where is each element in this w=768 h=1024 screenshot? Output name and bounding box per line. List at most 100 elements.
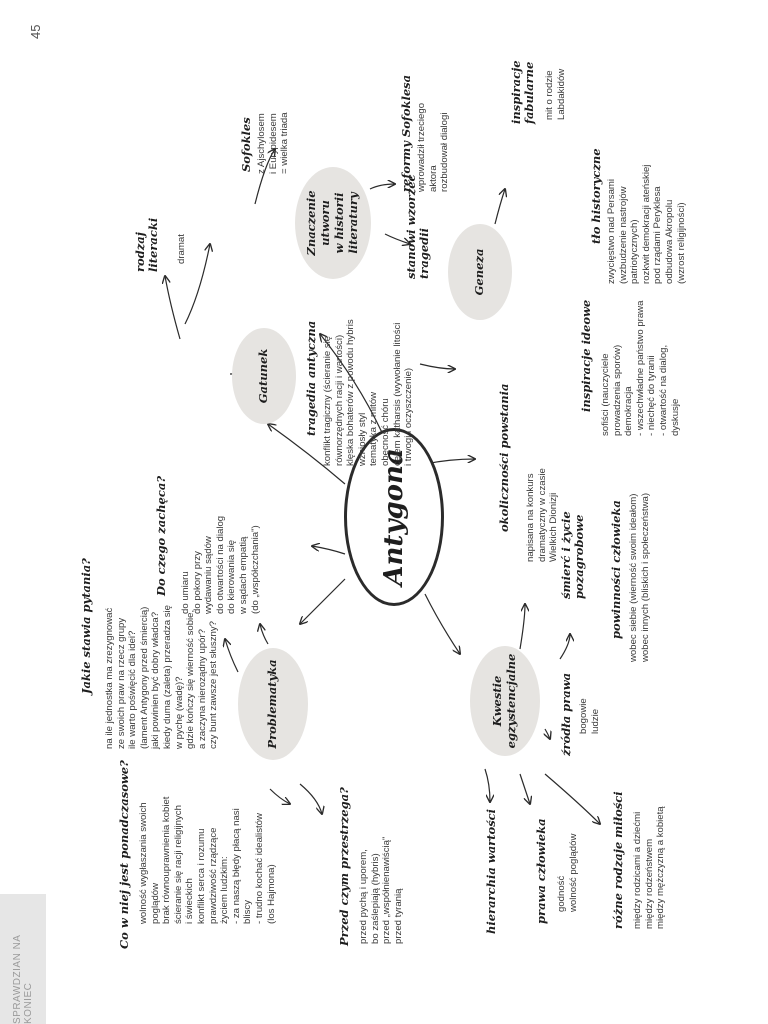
tragedia-line: obecność chóru [379,398,391,466]
arrow-problematyka-to-do-czego [260,624,269,645]
ponadczasowe-line: ścieranie się racji religijnych [172,805,184,924]
tlo-line: odbudowa Akropolu [663,199,675,284]
ideowe-heading: inspiracje ideowe [579,299,593,412]
arrow-center-to-geneza [320,334,386,440]
prawa-czlowieka-details: godność wolność poglądów [556,834,579,912]
do-czego-line: do otwartości na dialog [214,515,226,614]
arrow-kwestie-to-hierarchia [484,768,490,802]
powinnosci-line: wobec innych (bliskich i społeczeństwa) [639,492,651,662]
pytania-line: w pychę (wadę)? [173,676,185,749]
arrow-center-to-do-czego [312,546,346,555]
fabularne-heading: inspiracje fabularne [509,60,537,124]
prawa-czlowieka-line: godność [556,875,567,912]
tlo-line: patriotycznych) [629,219,641,284]
ideowe-line: - wszechwładne państwo prawa [634,300,646,436]
zrodla-line: bogowie [578,698,589,734]
sofokles-heading: Sofokles [239,117,253,172]
tlo-line: zwycięstwo nad Persami [606,178,617,284]
node-problematyka-label: Problematyka [265,659,280,749]
node-geneza: Geneza [448,224,512,320]
arrow-kwestie-to-milosc [544,773,600,824]
node-znaczenie: Znaczenie utworu w historii literatury [295,167,371,279]
zrodla-line: ludzie [589,708,601,734]
tragedia-line: konflikt tragiczny (ścieranie się [322,335,333,466]
przestroga-line: przed pychą i uporem, [358,849,369,944]
ponadczasowe-line: konflikt serca i rozumu [195,828,207,924]
ponadczasowe-line: (los Hajmona) [265,864,277,924]
arrow-center-to-kwestie [424,593,460,654]
milosc-line: między mężczyzną a kobietą [655,806,667,929]
milosc-line: między rodzicami a dziećmi [632,811,643,929]
do-czego-line: do umiaru [180,571,191,614]
tragedia-details: konflikt tragiczny (ścieranie się równor… [322,319,415,466]
node-problematyka: Problematyka [238,648,308,760]
tragedia-line: równorzędnych racji i wartości) [333,334,345,466]
sofokles-line: = wielka triada [279,112,291,174]
node-znaczenie-label: Znaczenie utworu w historii literatury [304,167,360,279]
arrow-geneza-to-ideowe [419,363,455,369]
pytania-line: kiedy duma (zaleta) przeradza się [161,605,173,749]
node-gatunek-label: Gatunek [256,348,271,404]
pytania-heading: Jakie stawia pytania? [79,558,93,694]
okolicznosci-line: napisana na konkurs [525,473,536,562]
reformy-line: rozbudował dialogi [439,112,451,192]
zrodla-heading: źródła prawa [559,672,573,756]
tlo-heading: tło historyczne [589,148,603,244]
do-czego-line: w sądach empatią [237,536,249,614]
node-kwestie-line-1: Kwestie [490,675,505,727]
tragedia-heading: tragedia antyczna [304,320,318,436]
zrodla-details: bogowie ludzie [578,698,601,734]
smierc-heading: śmierć i życie pozagrobowe [559,511,586,599]
fabularne-line: mit o rodzie [544,70,555,120]
okolicznosci-line: dramatyczny w czasie [536,468,548,562]
ideowe-line: demokracja [623,386,635,436]
arrow-kwestie-to-smierc [519,604,525,650]
ideowe-line: sofiści (nauczyciele [600,353,611,436]
tlo-line: (wzbudzenie nastrojów [617,186,629,284]
ponadczasowe-line: życiem ludzkim: [219,856,231,924]
do-czego-line: do pokory przy [191,551,203,614]
arrow-problematyka-to-przestroga [299,783,322,814]
ponadczasowe-line: i świeckich [184,878,196,924]
okolicznosci-heading: okoliczności powstania [497,383,511,533]
side-section-label-text: SPRAWDZIAN NA KONIEC [12,935,34,1024]
ponadczasowe-line: prawdziwość rządzące [207,827,219,924]
do-czego-line: (do „współczchania") [249,525,261,614]
node-znaczenie-line-1: Znaczenie utworu [304,190,333,256]
przestroga-heading: Przed czym przestrzega? [337,787,351,946]
fabularne-line: Labdakidów [555,68,567,120]
wzorzec-line-2: tragedii [417,228,432,279]
do-czego-details: do umiaru do pokory przy wydawaniu sądów… [180,516,261,614]
ponadczasowe-line: - za naszą błędy płacą nasi [230,808,242,924]
pytania-line: (lament Antygony przed śmiercią) [138,606,150,749]
ponadczasowe-details: wolność wygłaszania swoich poglądów brak… [138,797,277,924]
tragedia-line: celem katharsis (wywołanie litości [391,322,403,466]
arrow-kwestie-to-prawa [519,773,530,804]
ponadczasowe-heading: Co w niej jest ponadczasowe? [117,760,131,949]
fabularne-line-2: fabularne [522,61,537,124]
ideowe-line: dyskusje [669,398,681,436]
node-kwestie-line-2: egzystencjalne [504,653,518,749]
arrow-problematyka-to-ponadczasowe [269,788,290,804]
przestroga-line: przed tyranią [392,888,404,944]
pytania-line: gdzie kończy się wierność sobie, [185,609,197,749]
arrow-znaczenie-to-wzorzec [384,233,410,244]
node-kwestie-label: Kwestie egzystencjalne [490,653,519,749]
center-node-label: Antygona [379,448,409,586]
przestroga-line: przed „współnienawiścią" [381,836,393,944]
milosc-heading: różne rodzaje miłości [611,791,625,929]
milosc-line: między rodzeństwem [643,838,655,929]
node-znaczenie-line-2: w historii literatury [332,192,360,254]
ponadczasowe-line: wolność wygłaszania swoich [138,802,149,924]
tragedia-line: i trwogi i oczyszczenie) [403,367,415,466]
tragedia-line: tematyka z mitów [368,391,380,466]
pytania-line: jaki powinien być dobry władca? [150,611,162,749]
przestroga-line: bo zaślepiają (hybris) [369,853,381,944]
do-czego-line: do kierowania się [226,539,238,614]
arrow-geneza-to-fabularne [494,189,505,225]
tlo-details: zwycięstwo nad Persami (wzbudzenie nastr… [606,165,687,284]
prawa-czlowieka-line: wolność poglądów [567,833,579,912]
powinnosci-heading: powinności człowieka [609,500,623,639]
arrow-center-to-gatunek [268,424,346,485]
